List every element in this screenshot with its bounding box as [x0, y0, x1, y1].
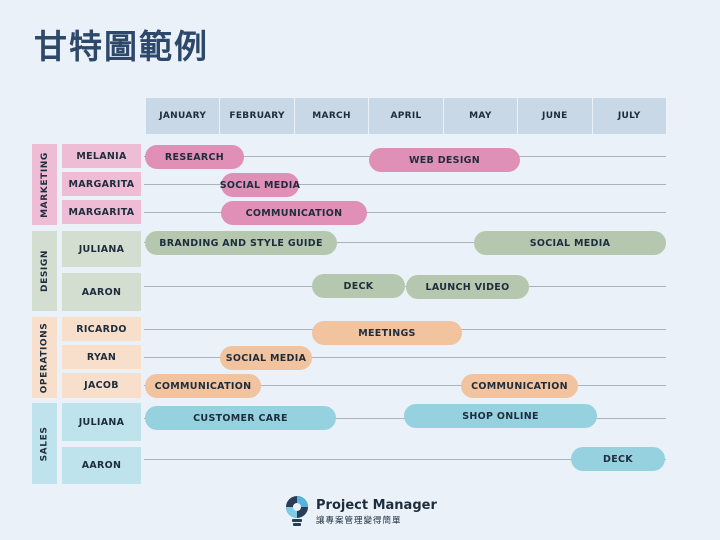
row-line [144, 184, 666, 185]
row-line [144, 385, 666, 386]
month-header: JANUARY FEBRUARY MARCH APRIL MAY JUNE JU… [146, 98, 666, 134]
task-bar-communication[interactable]: COMMUNICATION [145, 374, 261, 398]
dept-design-label: DESIGN [39, 250, 50, 292]
lightbulb-icon [286, 496, 308, 526]
row-line [144, 357, 666, 358]
person-margarita: MARGARITA [62, 200, 141, 224]
dept-sales-label: SALES [39, 426, 50, 461]
row-line [144, 286, 666, 287]
person-ryan: RYAN [62, 345, 141, 369]
page-title: 甘特圖範例 [34, 27, 209, 66]
dept-marketing-label: MARKETING [39, 151, 50, 218]
task-bar-social-media[interactable]: SOCIAL MEDIA [474, 231, 666, 255]
person-juliana: JULIANA [62, 403, 141, 441]
row-line [144, 459, 666, 460]
task-bar-communication[interactable]: COMMUNICATION [221, 201, 367, 225]
month-march: MARCH [294, 98, 369, 134]
dept-operations: OPERATIONS [32, 317, 57, 398]
task-bar-meetings[interactable]: MEETINGS [312, 321, 462, 345]
task-bar-deck[interactable]: DECK [571, 447, 665, 471]
task-bar-branding[interactable]: BRANDING AND STYLE GUIDE [145, 231, 337, 255]
row-line [144, 212, 666, 213]
dept-sales: SALES [32, 403, 57, 484]
task-bar-launch-video[interactable]: LAUNCH VIDEO [406, 275, 529, 299]
dept-design: DESIGN [32, 231, 57, 311]
person-aaron: AARON [62, 447, 141, 484]
task-bar-communication[interactable]: COMMUNICATION [461, 374, 578, 398]
person-juliana: JULIANA [62, 231, 141, 267]
person-aaron: AARON [62, 273, 141, 311]
month-february: FEBRUARY [220, 98, 294, 134]
person-jacob: JACOB [62, 373, 141, 398]
month-january: JANUARY [146, 98, 220, 134]
task-bar-social-media[interactable]: SOCIAL MEDIA [220, 173, 300, 197]
task-bar-shop-online[interactable]: SHOP ONLINE [404, 404, 597, 428]
logo-name: Project Manager [316, 498, 437, 513]
month-june: JUNE [518, 98, 592, 134]
dept-operations-label: OPERATIONS [39, 322, 50, 393]
person-margarita: MARGARITA [62, 172, 141, 196]
logo-tagline: 讓專案管理變得簡單 [316, 516, 402, 526]
task-bar-research[interactable]: RESEARCH [145, 145, 244, 169]
task-bar-customer-care[interactable]: CUSTOMER CARE [145, 406, 336, 430]
month-july: JULY [592, 98, 666, 134]
month-may: MAY [443, 98, 518, 134]
brand-logo: Project Manager 讓專案管理變得簡單 [284, 495, 437, 529]
task-bar-deck[interactable]: DECK [312, 274, 405, 298]
task-bar-social-media[interactable]: SOCIAL MEDIA [220, 346, 312, 370]
month-april: APRIL [369, 98, 443, 134]
person-melania: MELANIA [62, 144, 141, 168]
person-ricardo: RICARDO [62, 317, 141, 341]
row-line [144, 242, 666, 243]
dept-marketing: MARKETING [32, 144, 57, 225]
task-bar-web-design[interactable]: WEB DESIGN [369, 148, 520, 172]
